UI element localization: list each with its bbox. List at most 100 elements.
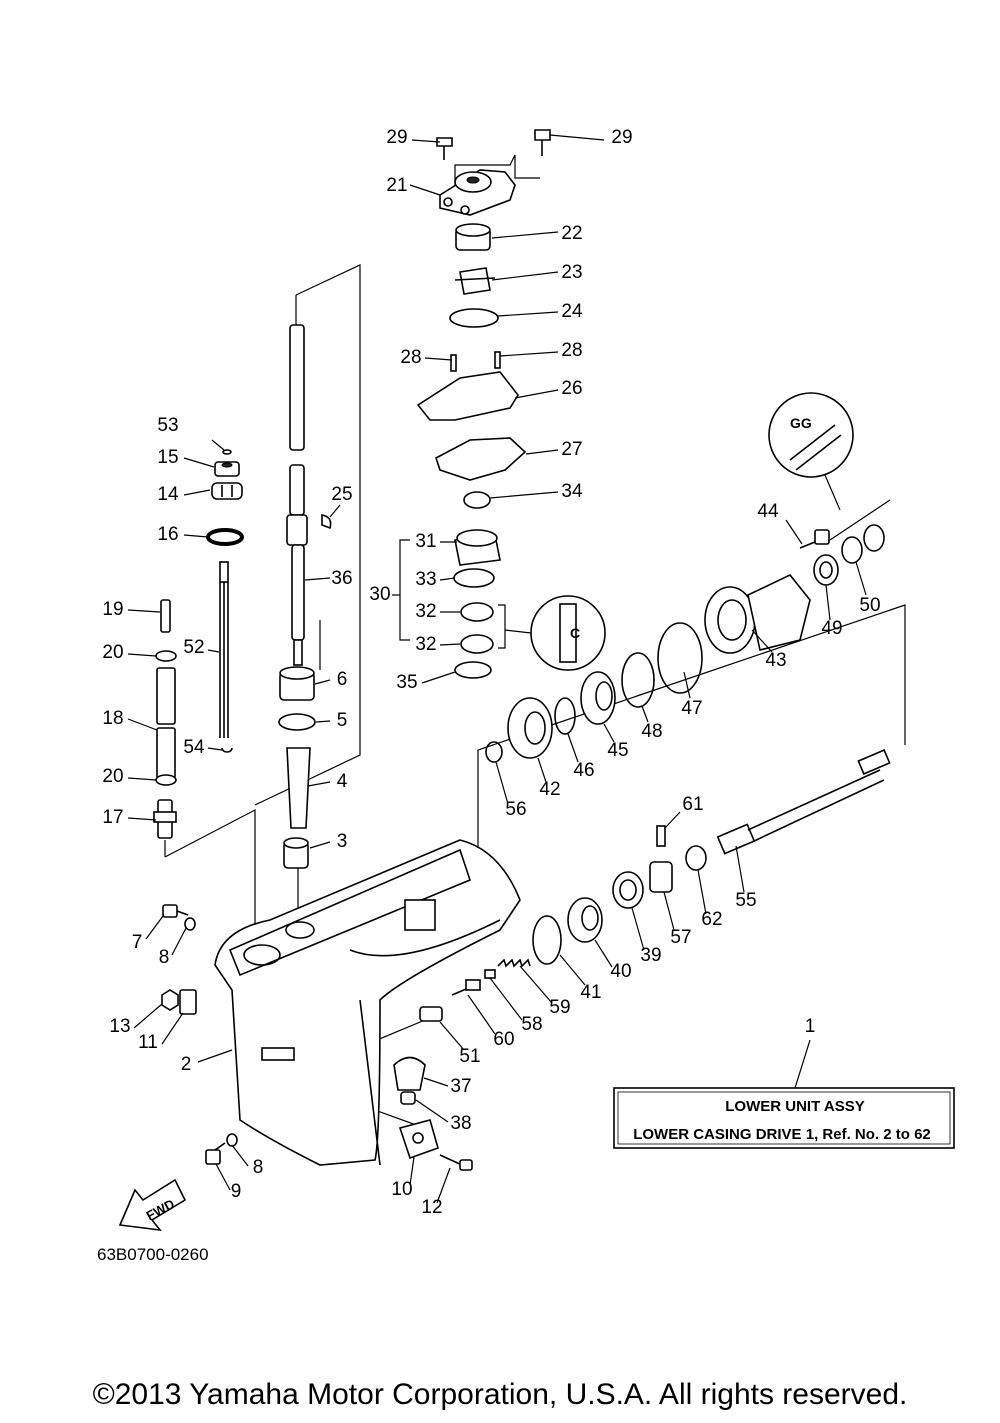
callout-30: 30 <box>369 584 390 605</box>
shift-plunger-60 <box>451 979 481 996</box>
bolt-9 <box>205 1142 226 1165</box>
spring-59 <box>497 958 531 968</box>
callout-leader-23 <box>491 271 559 281</box>
callout-leader-29 <box>411 139 441 143</box>
bolt-12 <box>439 1154 473 1171</box>
callout-34: 34 <box>561 481 583 502</box>
oil-seal-34 <box>463 491 491 509</box>
callout-4: 4 <box>337 771 348 792</box>
shim-46 <box>554 697 576 735</box>
callout-47: 47 <box>681 698 702 719</box>
shift-rod-lever-14 <box>211 482 243 500</box>
pinion-gear-39 <box>612 871 644 909</box>
callout-7: 7 <box>132 932 143 953</box>
callout-18: 18 <box>102 708 123 729</box>
callout-5: 5 <box>337 710 348 731</box>
callout-leader-4 <box>307 781 331 787</box>
callout-leader-40 <box>594 939 613 968</box>
callout-35: 35 <box>396 672 417 693</box>
callout-leader-51 <box>439 1021 465 1051</box>
callout-leader-44 <box>785 519 803 545</box>
oil-seal-32a <box>460 602 494 622</box>
callout-38: 38 <box>450 1113 471 1134</box>
hose-18 <box>156 667 176 725</box>
bearing-45 <box>580 671 616 725</box>
callout-50: 50 <box>859 595 880 616</box>
callout-leader-20 <box>127 653 157 657</box>
callout-11: 11 <box>138 1032 158 1053</box>
impeller <box>454 267 496 295</box>
callout-leader-57 <box>663 891 675 931</box>
shift-cam-51 <box>419 1006 443 1022</box>
callout-leader-29 <box>549 134 605 141</box>
boot-15 <box>214 461 240 477</box>
callout-leader-18 <box>127 718 158 731</box>
grease-detail-pointer <box>824 474 841 511</box>
callout-leader-12 <box>436 1167 451 1204</box>
callout-leader-25 <box>329 504 341 518</box>
callout-37: 37 <box>450 1076 471 1097</box>
callout-leader-28 <box>499 351 559 357</box>
callout-leader-20 <box>127 777 157 781</box>
callout-leader-46 <box>567 733 579 763</box>
callout-15: 15 <box>157 447 178 468</box>
callout-33: 33 <box>415 569 436 590</box>
bolt-29-right <box>534 129 551 156</box>
circlip-56 <box>485 741 503 763</box>
callout-62: 62 <box>701 909 722 930</box>
callout-2: 2 <box>181 1054 192 1075</box>
callout-leader-19 <box>127 609 161 613</box>
o-ring-47 <box>657 622 703 694</box>
bearing-6 <box>279 666 315 701</box>
callout-55: 55 <box>735 890 756 911</box>
outer-plate <box>416 371 519 421</box>
callout-leader-62 <box>697 869 707 915</box>
callout-32: 32 <box>415 634 436 655</box>
callout-leader-61 <box>664 811 681 829</box>
callout-leader-7 <box>145 915 164 940</box>
callout-36: 36 <box>331 568 352 589</box>
legend-title: LOWER UNIT ASSY <box>725 1098 864 1115</box>
callout-14: 14 <box>157 484 179 505</box>
water-pump-housing <box>439 169 516 216</box>
callout-leader-33 <box>439 577 456 581</box>
callout-leader-45 <box>603 723 615 743</box>
callout-43: 43 <box>765 650 786 671</box>
grease-detail-circle: GG <box>768 392 854 478</box>
callout-leader-8 <box>171 927 187 956</box>
callout-leader-54 <box>207 747 223 751</box>
callout-leader-9 <box>215 1163 231 1191</box>
callout-leader-3 <box>309 841 331 849</box>
diagram-code: 63B0700-0260 <box>97 1245 209 1264</box>
circlip-53 <box>222 449 232 455</box>
callout-52: 52 <box>183 637 204 658</box>
callout-leader-16 <box>183 534 209 538</box>
callout-leader-60 <box>467 994 496 1035</box>
callout-leader-6 <box>314 679 331 685</box>
callout-20: 20 <box>102 766 123 787</box>
callout-leader-21 <box>409 184 441 196</box>
callout-leader-1 <box>794 1039 811 1089</box>
callout-leader-27 <box>525 449 559 455</box>
o-ring-24 <box>449 308 499 328</box>
callout-6: 6 <box>337 669 348 690</box>
oil-seal-50a <box>841 536 863 564</box>
callout-46: 46 <box>573 760 594 781</box>
callout-leader-37 <box>423 1077 449 1087</box>
callout-45: 45 <box>607 740 628 761</box>
callout-12: 12 <box>421 1197 442 1218</box>
callout-leader-58 <box>489 977 523 1021</box>
callout-leader-13 <box>133 1003 163 1029</box>
callout-23: 23 <box>561 262 582 283</box>
callout-19: 19 <box>102 599 123 620</box>
propeller-shaft-housing-43 <box>704 574 811 654</box>
hose-nipple-19 <box>160 599 171 633</box>
callout-leader-52 <box>207 649 220 653</box>
forward-gear-42 <box>507 697 553 759</box>
gasket-27 <box>435 437 527 481</box>
washer-8-upper <box>184 917 196 931</box>
o-ring-16 <box>206 528 244 546</box>
callout-24: 24 <box>561 301 583 322</box>
